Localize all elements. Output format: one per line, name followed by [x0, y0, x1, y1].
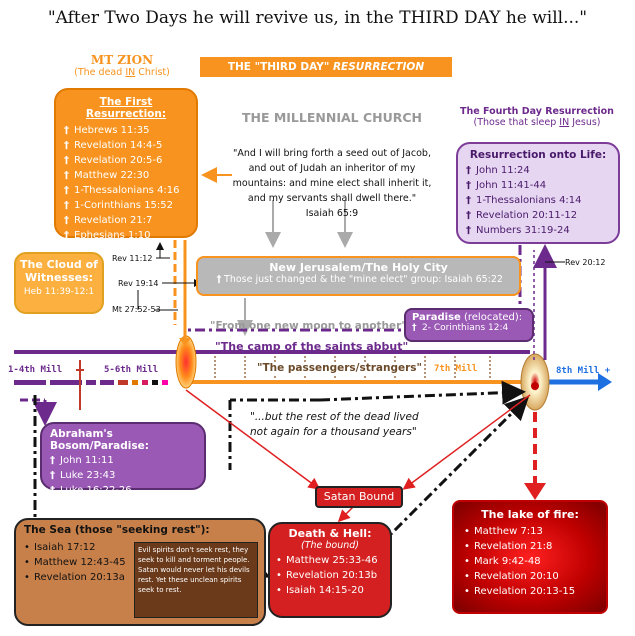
- list-item: •Revelation 21:8: [464, 541, 553, 552]
- rest-of-dead-quote: "...but the rest of the dead lived not a…: [250, 411, 419, 438]
- list-item: †1-Corinthians 15:52: [64, 200, 174, 211]
- ref-mt-27-52: Mt 27:52-53: [112, 305, 161, 314]
- the-sea-box: The Sea (those "seeking rest"): •Isaiah …: [14, 518, 266, 626]
- ref-rev-20-12: Rev 20:12: [565, 258, 606, 267]
- list-item: †John 11:24: [466, 165, 530, 176]
- list-item: •Isaiah 17:12: [24, 542, 96, 553]
- cross-icon: †: [50, 470, 55, 481]
- paradise-relocated-box: Paradise (relocated): †2- Corinthians 12…: [404, 308, 534, 342]
- mt-zion-label: MT ZION (The dead IN Christ): [62, 53, 182, 78]
- fourth-day-label: The Fourth Day Resurrection (Those that …: [460, 106, 614, 128]
- first-resurrection-list: †Hebrews 11:35 †Revelation 14:4-5 †Revelat…: [64, 123, 188, 243]
- new-moon-label: "From one new moon to another": [210, 320, 407, 332]
- first-resurrection-title: The First Resurrection:: [85, 96, 167, 120]
- cross-icon: †: [64, 170, 69, 181]
- mt-zion-title: MT ZION: [90, 53, 154, 67]
- third-day-banner: THE "THIRD DAY" RESURRECTION: [200, 57, 452, 77]
- cross-icon: †: [64, 155, 69, 166]
- abrahams-bosom-list: †John 11:11 †Luke 23:43 †Luke 16:22-26: [50, 453, 196, 498]
- list-item: †Numbers 31:19-24: [466, 225, 570, 236]
- cross-icon: †: [64, 140, 69, 151]
- satan-bound-box: Satan Bound: [315, 486, 403, 508]
- list-item: †Luke 16:22-26: [50, 485, 132, 496]
- timeline-passengers: "The passengers/strangers": [255, 362, 425, 374]
- resurrection-life-title: Resurrection onto Life:: [469, 149, 607, 161]
- list-item: †Revelation 20:11-12: [466, 210, 578, 221]
- cross-icon: †: [466, 210, 471, 221]
- ref-rev-19-14: Rev 19:14: [118, 279, 159, 288]
- list-item: †Revelation 20:5-6: [64, 155, 163, 166]
- list-item: †Luke 23:43: [50, 470, 116, 481]
- cross-icon: †: [64, 185, 69, 196]
- cross-icon: †: [64, 200, 69, 211]
- timeline-m7: 7th Mill: [434, 364, 478, 374]
- cross-icon: †: [50, 485, 55, 496]
- abrahams-bosom-box: Abraham's Bosom/Paradise: †John 11:11†Lu…: [40, 422, 206, 496]
- list-item: •Matthew 25:33-46: [276, 555, 378, 566]
- millennial-church-title: THE MILLENNIAL CHURCH: [241, 110, 423, 125]
- bullet-icon: •: [464, 541, 470, 552]
- bullet-icon: •: [24, 557, 30, 568]
- mt-zion-subtitle: (The dead IN Christ): [74, 67, 170, 78]
- cross-icon: †: [466, 225, 471, 236]
- cross-icon: †: [466, 165, 471, 176]
- timeline-m56: 5-6th Mill: [104, 365, 159, 375]
- cross-icon: †: [64, 215, 69, 226]
- list-item: †Ephesians 1:10: [64, 230, 151, 241]
- timeline-m8: 8th Mill +: [556, 366, 611, 376]
- bullet-icon: •: [464, 526, 470, 537]
- list-item: †1-Thessalonians 4:16: [64, 185, 180, 196]
- death-hell-list: •Matthew 25:33-46 •Revelation 20:13b •Isai…: [276, 553, 384, 598]
- death-hell-box: Death & Hell: (The bound) •Matthew 25:33…: [268, 522, 392, 618]
- timeline-segments: [14, 380, 168, 385]
- cross-icon: †: [466, 180, 471, 191]
- list-item: †Revelation 14:4-5: [64, 140, 163, 151]
- resurrection-life-box: Resurrection onto Life: †John 11:24†John…: [456, 142, 620, 244]
- list-item: †Matthew 22:30: [64, 170, 150, 181]
- the-sea-note: Evil spirits don't seek rest, they seek …: [134, 542, 258, 618]
- lake-of-fire-list: •Matthew 7:13 •Revelation 21:8 •Mark 9:42-…: [464, 524, 596, 599]
- camp-label: "The camp of the saints abbut": [215, 340, 409, 353]
- first-resurrection-box: The First Resurrection: †Hebrews 11:35 †R…: [54, 88, 198, 241]
- isaiah-quote: "And I will bring forth a seed out of Ja…: [232, 148, 432, 219]
- list-item: •Matthew 12:43-45: [24, 557, 126, 568]
- bullet-icon: •: [276, 570, 282, 581]
- cross-icon: †: [466, 195, 471, 206]
- bullet-icon: •: [24, 572, 30, 583]
- bullet-icon: •: [24, 542, 30, 553]
- cross-icon: †: [64, 125, 69, 136]
- bullet-icon: •: [464, 556, 470, 567]
- cloud-witnesses-box: The Cloud of Witnesses: Heb 11:39-12:1: [14, 252, 104, 314]
- list-item: †Hebrews 11:35: [64, 125, 150, 136]
- lake-of-fire-box: The lake of fire: •Matthew 7:13•Revelati…: [452, 500, 608, 614]
- list-item: •Isaiah 14:15-20: [276, 585, 364, 596]
- list-item: •Revelation 20:10: [464, 571, 559, 582]
- list-item: †John 11:41-44: [466, 180, 547, 191]
- header-quote: "After Two Days he will revive us, in th…: [47, 8, 588, 28]
- list-item: †1-Thessalonians 4:14: [466, 195, 582, 206]
- list-item: •Mark 9:42-48: [464, 556, 541, 567]
- bullet-icon: •: [464, 586, 470, 597]
- bullet-icon: •: [464, 571, 470, 582]
- bullet-icon: •: [276, 555, 282, 566]
- timeline-m14: 1-4th Mill: [8, 365, 63, 375]
- ref-rev-11-12: Rev 11:12: [112, 254, 153, 263]
- list-item: †John 11:11: [50, 455, 114, 466]
- new-jerusalem-box: New Jerusalem/The Holy City †Those just …: [196, 256, 521, 296]
- resurrection-life-list: †John 11:24 †John 11:41-44 †1-Thessalonian…: [466, 163, 610, 238]
- bullet-icon: •: [276, 585, 282, 596]
- list-item: †Revelation 21:7: [64, 215, 153, 226]
- list-item: •Revelation 20:13a: [24, 572, 125, 583]
- the-sea-list: •Isaiah 17:12 •Matthew 12:43-45 •Revelatio…: [24, 540, 129, 585]
- cross-icon: †: [50, 455, 55, 466]
- cross-icon: †: [64, 230, 69, 241]
- list-item: •Revelation 20:13-15: [464, 586, 576, 597]
- list-item: •Matthew 7:13: [464, 526, 543, 537]
- list-item: •Revelation 20:13b: [276, 570, 378, 581]
